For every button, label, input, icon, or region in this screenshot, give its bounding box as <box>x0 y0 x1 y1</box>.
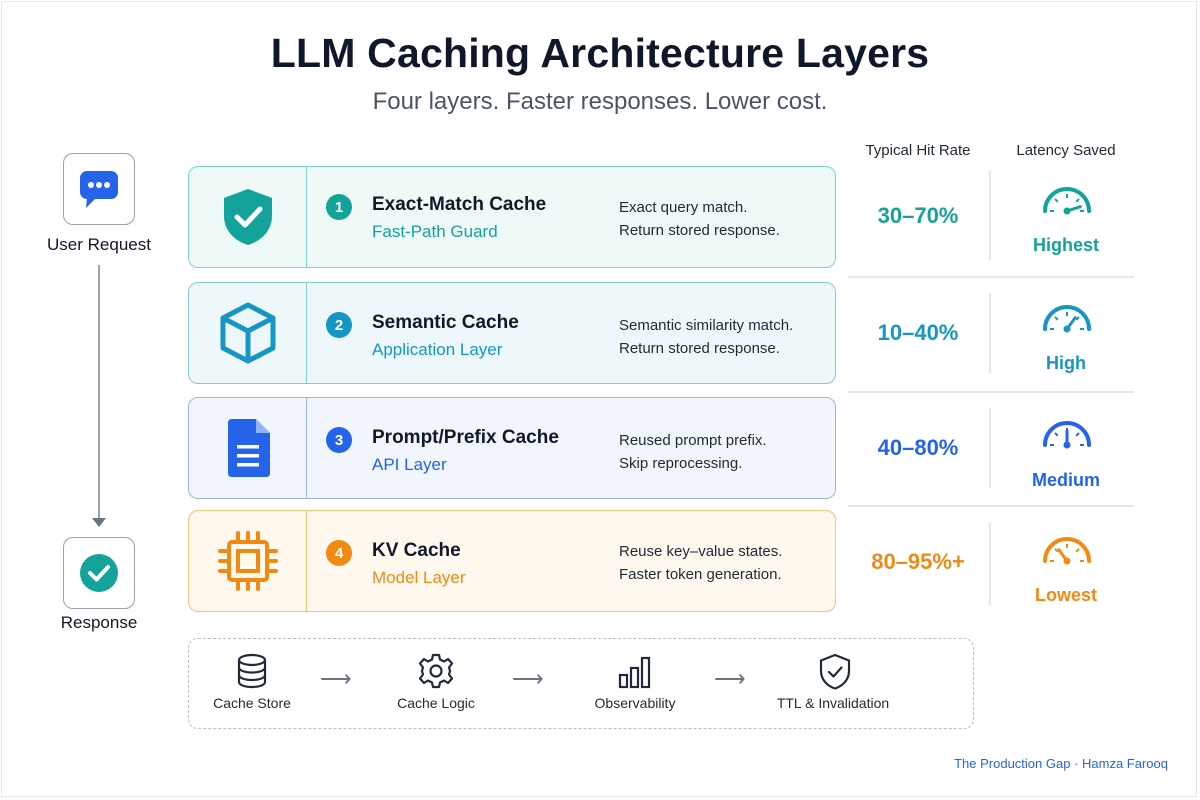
footer-credit: The Production Gap · Hamza Farooq <box>954 756 1168 771</box>
layer-description: Semantic similarity match. Return stored… <box>619 314 793 360</box>
layer-name: Prompt/Prefix Cache <box>372 427 559 448</box>
layer-card-prompt-prefix: 3 Prompt/Prefix Cache API Layer Reused p… <box>188 397 836 499</box>
layer-subtitle: Application Layer <box>372 340 503 359</box>
shield-check-icon <box>819 653 851 690</box>
layer-name: KV Cache <box>372 540 461 561</box>
column-divider <box>989 170 991 260</box>
response-box <box>63 537 135 609</box>
gauge-arc <box>1043 187 1091 213</box>
latency-value: Lowest <box>1034 585 1097 605</box>
cache-store-label: Cache Store <box>213 695 291 711</box>
gauge-tick <box>1075 316 1080 321</box>
layer-icon-cell <box>189 398 307 498</box>
layer-icon-cell <box>189 167 307 267</box>
layer-description-line: Faster token generation. <box>619 566 782 583</box>
layer-description-line: Return stored response. <box>619 222 780 239</box>
layer-card-exact-match: 1 Exact-Match Cache Fast-Path Guard Exac… <box>188 166 836 268</box>
support-components-box <box>188 638 974 729</box>
gauge-tick <box>1054 198 1059 203</box>
gauge-tick <box>1054 316 1059 321</box>
layer-name: Semantic Cache <box>372 312 519 333</box>
layer-description-line: Semantic similarity match. <box>619 317 794 334</box>
column-divider <box>989 408 991 488</box>
row-divider <box>848 276 1134 278</box>
layer-description: Reuse key–value states. Faster token gen… <box>619 540 782 586</box>
arrow-right-icon: ⟶ <box>714 666 746 691</box>
layer-subtitle: API Layer <box>372 455 447 474</box>
chip-icon <box>217 531 278 591</box>
gauge-arc <box>1043 537 1091 563</box>
latency-value: Medium <box>1031 470 1100 490</box>
speed-gauge-icon <box>1043 421 1091 449</box>
layer-description-line: Reused prompt prefix. <box>619 432 767 449</box>
column-divider <box>989 293 991 373</box>
speed-gauge-icon <box>1043 537 1091 565</box>
gauge-hub <box>1063 325 1071 333</box>
layer-description: Exact query match. Return stored respons… <box>619 196 780 242</box>
database-icon <box>237 653 267 689</box>
layer-subtitle: Fast-Path Guard <box>372 222 498 241</box>
flow-line <box>98 265 100 520</box>
user-request-label: User Request <box>47 235 151 254</box>
flow-arrow-down-icon <box>92 518 106 527</box>
page-title: LLM Caching Architecture Layers <box>270 30 930 76</box>
row-divider <box>848 505 1134 507</box>
gauge-hub <box>1063 207 1071 215</box>
layer-description-line: Return stored response. <box>619 340 780 357</box>
document-icon <box>227 419 270 477</box>
hit-rate-value: 80–95%+ <box>871 549 965 574</box>
gauge-tick <box>1075 432 1080 437</box>
cube-icon <box>220 302 275 364</box>
layer-subtitle: Model Layer <box>372 568 466 587</box>
hit-rate-value: 40–80% <box>877 435 959 460</box>
latency-value: High <box>1046 353 1086 373</box>
layer-description-line: Skip reprocessing. <box>619 455 743 472</box>
row-divider <box>848 391 1134 393</box>
gauge-hub <box>1063 441 1071 449</box>
bar-chart-icon <box>618 656 651 689</box>
hit-rate-value: 30–70% <box>877 203 959 228</box>
column-divider <box>989 522 991 606</box>
latency-value: Highest <box>1032 235 1099 255</box>
gauge-arc <box>1043 421 1091 447</box>
layer-card-semantic: 2 Semantic Cache Application Layer Seman… <box>188 282 836 384</box>
page-subtitle: Four layers. Faster responses. Lower cos… <box>372 88 828 115</box>
check-circle-icon <box>80 554 118 592</box>
ttl-invalidation-label: TTL & Invalidation <box>776 695 890 711</box>
cache-logic-label: Cache Logic <box>397 695 475 711</box>
user-request-box <box>63 153 135 225</box>
gauge-tick <box>1075 198 1080 203</box>
layer-number-badge: 3 <box>326 427 352 453</box>
hit-rate-column-header: Typical Hit Rate <box>865 142 971 159</box>
layer-icon-cell <box>189 283 307 383</box>
speed-gauge-icon <box>1043 305 1091 333</box>
latency-column-header: Latency Saved <box>1016 142 1116 159</box>
gauge-tick <box>1054 432 1059 437</box>
hit-rate-value: 10–40% <box>877 320 959 345</box>
gauge-hub <box>1063 557 1071 565</box>
layer-description-line: Reuse key–value states. <box>619 543 783 560</box>
layer-description-line: Exact query match. <box>619 199 748 216</box>
chat-bubble-icon <box>80 171 118 208</box>
speed-gauge-icon <box>1043 187 1091 215</box>
layer-name: Exact-Match Cache <box>372 194 547 215</box>
layer-card-kv: 4 KV Cache Model Layer Reuse key–value s… <box>188 510 836 612</box>
layer-number-badge: 1 <box>326 194 352 220</box>
layer-number-badge: 4 <box>326 540 352 566</box>
layer-number-badge: 2 <box>326 312 352 338</box>
layer-description: Reused prompt prefix. Skip reprocessing. <box>619 429 767 475</box>
gauge-tick <box>1054 548 1059 553</box>
shield-check-icon <box>223 189 272 245</box>
gauge-arc <box>1043 305 1091 331</box>
layer-icon-cell <box>189 511 307 611</box>
arrow-right-icon: ⟶ <box>512 666 544 691</box>
observability-label: Observability <box>594 695 676 711</box>
gauge-tick <box>1075 548 1080 553</box>
gear-icon <box>418 653 454 689</box>
arrow-right-icon: ⟶ <box>320 666 352 691</box>
response-label: Response <box>60 613 138 632</box>
